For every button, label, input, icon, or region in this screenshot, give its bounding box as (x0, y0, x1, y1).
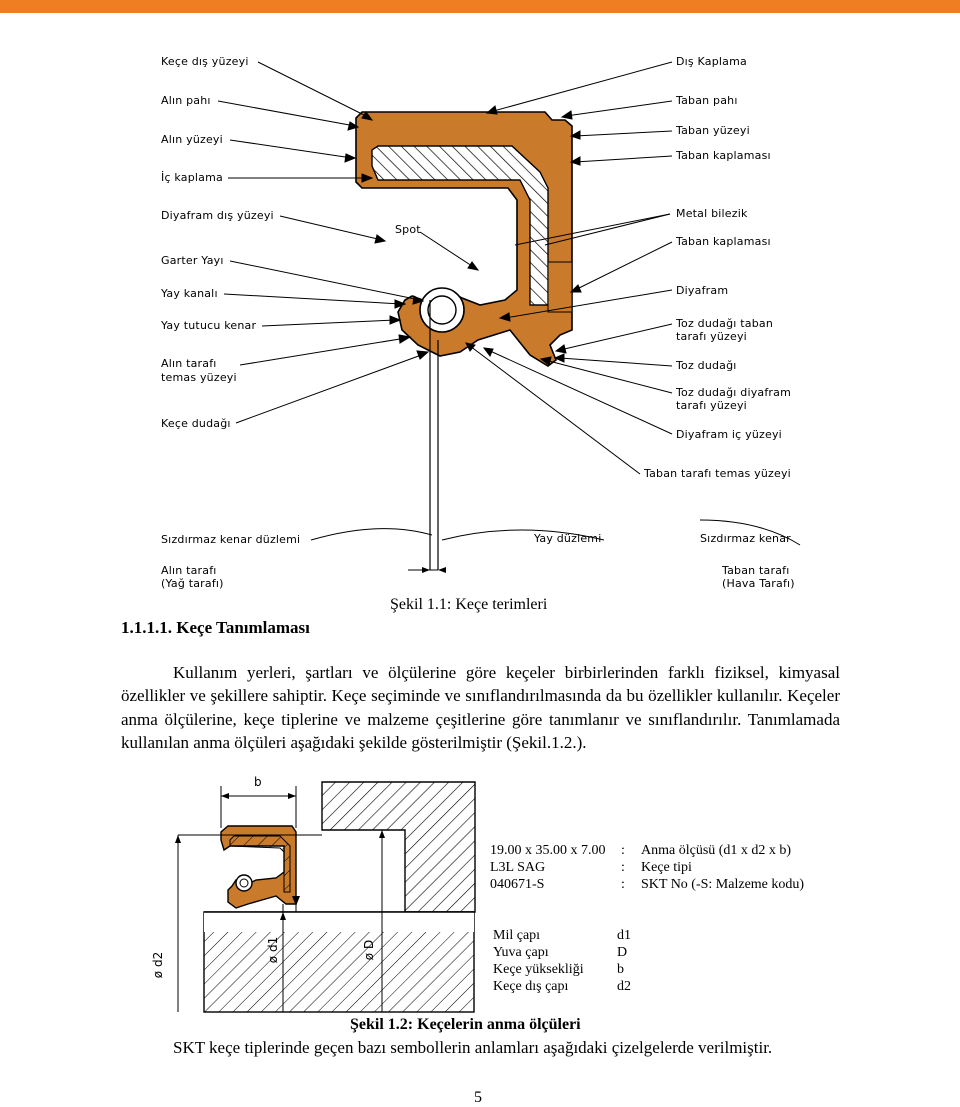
label-garter-spring: Garter Yayı (161, 254, 224, 267)
page-number: 5 (474, 1089, 482, 1106)
label-base-contact: Taban tarafı temas yüzeyi (644, 467, 791, 480)
legend-symbol-outer: d2 (617, 979, 631, 994)
label-spring-groove: Yay kanalı (161, 287, 218, 300)
section-heading: 1.1.1.1. Keçe Tanımlaması (121, 618, 310, 637)
dim-label-b: b (254, 775, 262, 789)
label-front-chamfer: Alın pahı (161, 94, 211, 107)
spec-sep-size: : (621, 843, 625, 858)
label-air-side: (Hava Tarafı) (722, 577, 795, 590)
top-accent-bar (0, 0, 960, 13)
spec-value-type: L3L SAG (490, 860, 546, 875)
label-spring-retainer: Yay tutucu kenar (161, 319, 257, 332)
label-base-surface: Taban yüzeyi (676, 124, 750, 137)
seal-terms-diagram (217, 61, 801, 573)
spec-sep-number: : (621, 877, 625, 892)
spec-desc-type: Keçe tipi (641, 860, 692, 875)
label-front-side-bottom: Alın tarafı (161, 564, 217, 577)
dim-label-d1: ø d1 (266, 937, 280, 963)
legend-name-outer: Keçe dış çapı (493, 979, 569, 994)
label-dust-lip-base-2: tarafı yüzeyi (676, 330, 747, 343)
spec-desc-size: Anma ölçüsü (d1 x d2 x b) (641, 843, 792, 858)
seal2-body (220, 825, 297, 909)
spec-desc-number: SKT No (-S: Malzeme kodu) (641, 877, 805, 892)
dim-label-D: ø D (362, 940, 376, 960)
label-sealing-edge-plane: Sızdırmaz kenar düzlemi (161, 533, 301, 546)
legend-symbol-shaft: d1 (617, 928, 631, 943)
legend-name-height: Keçe yüksekliği (493, 962, 584, 977)
figure2-caption: Şekil 1.2: Keçelerin anma ölçüleri (350, 1016, 581, 1033)
figure1-caption: Şekil 1.1: Keçe terimleri (390, 596, 548, 613)
label-seal-lip: Keçe dudağı (161, 417, 231, 430)
label-inner-coating: İç kaplama (161, 171, 223, 184)
spec-value-number: 040671-S (490, 877, 545, 892)
label-seal-outer-surface: Keçe dış yüzeyi (161, 55, 249, 68)
label-contact-surface: temas yüzeyi (161, 371, 237, 384)
label-diaphragm-inner: Diyafram iç yüzeyi (676, 428, 782, 441)
label-front-surface: Alın yüzeyi (161, 133, 223, 146)
label-dust-lip-diaphragm: Toz dudağı diyafram (676, 386, 792, 399)
label-base-chamfer: Taban pahı (676, 94, 738, 107)
label-base-coating-2: Taban kaplaması (676, 235, 771, 248)
seal2-spring (235, 874, 253, 892)
label-base-coating: Taban kaplaması (676, 149, 771, 162)
label-front-side: Alın tarafı (161, 357, 217, 370)
label-dust-lip-diaphragm-2: tarafı yüzeyi (676, 399, 747, 412)
body-paragraph-1: Kullanım yerleri, şartları ve ölçülerine… (121, 663, 840, 753)
label-spot: Spot (395, 223, 421, 236)
label-dust-lip: Toz dudağı (676, 359, 737, 372)
metal-ring (371, 145, 549, 306)
label-dust-lip-base: Toz dudağı taban (676, 317, 774, 330)
label-diaphragm: Diyafram (676, 284, 729, 297)
label-spring-plane: Yay düzlemi (534, 532, 602, 545)
legend-symbol-height: b (617, 962, 624, 977)
label-oil-side: (Yağ tarafı) (161, 577, 224, 590)
label-outer-coating: Dış Kaplama (676, 55, 747, 68)
label-base-side-bottom: Taban tarafı (722, 564, 790, 577)
label-metal-ring: Metal bilezik (676, 207, 748, 220)
legend-name-housing: Yuva çapı (493, 945, 549, 960)
label-sealing-edge: Sızdırmaz kenar (700, 532, 791, 545)
legend-name-shaft: Mil çapı (493, 928, 541, 943)
body-paragraph-2: SKT keçe tiplerinde geçen bazı semboller… (173, 1038, 773, 1057)
legend-symbol-housing: D (617, 945, 628, 960)
label-diaphragm-outer: Diyafram dış yüzeyi (161, 209, 274, 222)
spec-sep-type: : (621, 860, 625, 875)
spec-value-size: 19.00 x 35.00 x 7.00 (490, 843, 606, 858)
dim-label-d2: ø d2 (151, 952, 165, 978)
